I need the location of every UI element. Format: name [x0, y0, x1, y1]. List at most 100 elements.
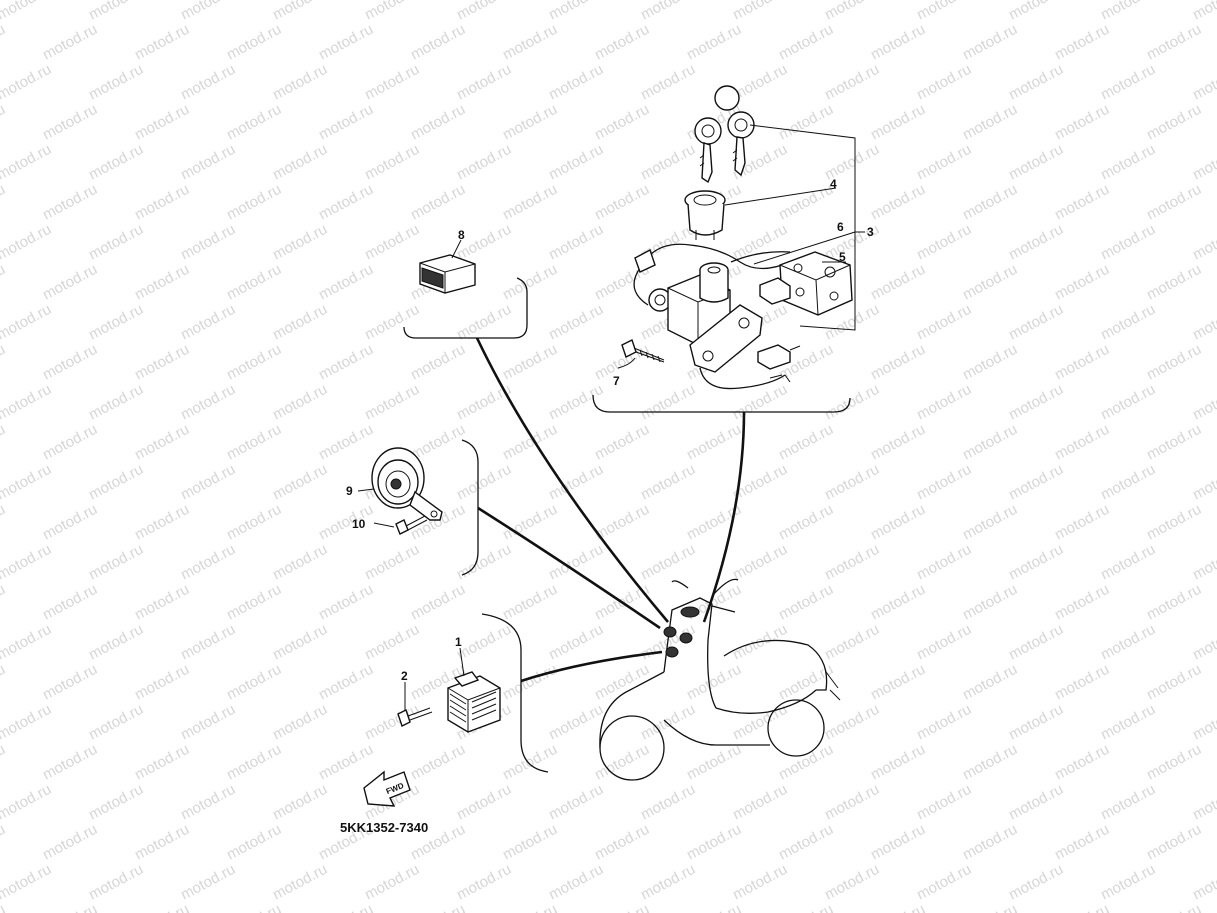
callout-3: 3 [867, 225, 874, 239]
watermark-text: motod.ru [224, 421, 284, 464]
watermark-text: motod.ru [316, 581, 376, 624]
part-10-bolt-drawing [373, 515, 428, 535]
watermark-text: motod.ru [362, 221, 422, 264]
watermark-text: motod.ru [914, 541, 974, 584]
watermark-text: motod.ru [730, 701, 790, 744]
watermark-text: motod.ru [1144, 821, 1204, 864]
watermark-text: motod.ru [500, 821, 560, 864]
watermark-text: motod.ru [868, 181, 928, 224]
watermark-text: motod.ru [960, 581, 1020, 624]
keys-drawing [694, 85, 755, 184]
watermark-text: motod.ru [730, 541, 790, 584]
watermark-text: motod.ru [638, 141, 698, 184]
watermark-text: motod.ru [40, 901, 100, 913]
watermark-text: motod.ru [86, 221, 146, 264]
watermark-text: motod.ru [1052, 181, 1112, 224]
watermark-text: motod.ru [40, 501, 100, 544]
watermark-text: motod.ru [546, 0, 606, 24]
watermark-text: motod.ru [868, 661, 928, 704]
watermark-text: motod.ru [0, 341, 8, 384]
watermark-text: motod.ru [86, 61, 146, 104]
watermark-text: motod.ru [1144, 581, 1204, 624]
watermark-text: motod.ru [408, 341, 468, 384]
part-9-horn-drawing [357, 447, 443, 521]
watermark-text: motod.ru [960, 421, 1020, 464]
watermark-text: motod.ru [132, 741, 192, 784]
watermark-text: motod.ru [868, 101, 928, 144]
watermark-text: motod.ru [868, 341, 928, 384]
watermark-text: motod.ru [1098, 701, 1158, 744]
watermark-text: motod.ru [408, 741, 468, 784]
watermark-text: motod.ru [500, 741, 560, 784]
watermark-text: motod.ru [178, 301, 238, 344]
watermark-text: motod.ru [224, 101, 284, 144]
watermark-text: motod.ru [868, 421, 928, 464]
watermark-text: motod.ru [40, 181, 100, 224]
watermark-text: motod.ru [362, 381, 422, 424]
watermark-text: motod.ru [960, 501, 1020, 544]
watermark-text: motod.ru [1144, 21, 1204, 64]
watermark-text: motod.ru [1098, 541, 1158, 584]
watermark-text: motod.ru [40, 741, 100, 784]
watermark-text: motod.ru [1006, 701, 1066, 744]
watermark-text: motod.ru [638, 861, 698, 904]
watermark-text: motod.ru [454, 381, 514, 424]
watermark-text: motod.ru [224, 501, 284, 544]
watermark-text: motod.ru [132, 581, 192, 624]
watermark-text: motod.ru [224, 901, 284, 913]
watermark-text: motod.ru [86, 461, 146, 504]
watermark-text: motod.ru [408, 181, 468, 224]
watermark-text: motod.ru [1052, 101, 1112, 144]
watermark-text: motod.ru [500, 181, 560, 224]
watermark-text: motod.ru [1098, 0, 1158, 24]
watermark-text: motod.ru [960, 821, 1020, 864]
watermark-text: motod.ru [776, 741, 836, 784]
watermark-text: motod.ru [1052, 501, 1112, 544]
watermark-text: motod.ru [0, 141, 54, 184]
watermark-text: motod.ru [822, 381, 882, 424]
watermark-text: motod.ru [132, 901, 192, 913]
watermark-text: motod.ru [868, 901, 928, 913]
watermark-text: motod.ru [592, 661, 652, 704]
watermark-text: motod.ru [0, 581, 8, 624]
watermark-text: motod.ru [454, 61, 514, 104]
leader-line-part-8 [475, 337, 669, 623]
watermark-text: motod.ru [0, 821, 8, 864]
watermark-text: motod.ru [132, 661, 192, 704]
watermark-text: motod.ru [86, 701, 146, 744]
watermark-text: motod.ru [1144, 101, 1204, 144]
watermark-text: motod.ru [776, 581, 836, 624]
watermark-text: motod.ru [546, 621, 606, 664]
watermark-text: motod.ru [638, 701, 698, 744]
watermark-text: motod.ru [546, 381, 606, 424]
watermark-text: motod.ru [40, 101, 100, 144]
watermark-text: motod.ru [86, 0, 146, 24]
watermark-text: motod.ru [40, 421, 100, 464]
watermark-text: motod.ru [270, 861, 330, 904]
watermark-text: motod.ru [914, 621, 974, 664]
watermark-text: motod.ru [0, 0, 54, 24]
watermark-text: motod.ru [224, 821, 284, 864]
watermark-text: motod.ru [132, 101, 192, 144]
watermark-text: motod.ru [178, 461, 238, 504]
watermark-text: motod.ru [684, 661, 744, 704]
watermark-text: motod.ru [132, 421, 192, 464]
watermark-text: motod.ru [0, 861, 54, 904]
bracket-relay [481, 613, 549, 773]
watermark-text: motod.ru [178, 701, 238, 744]
watermark-text: motod.ru [0, 181, 8, 224]
watermark-text: motod.ru [730, 221, 790, 264]
watermark-text: motod.ru [316, 101, 376, 144]
watermark-text: motod.ru [822, 61, 882, 104]
watermark-text: motod.ru [500, 21, 560, 64]
watermark-text: motod.ru [178, 221, 238, 264]
watermark-text: motod.ru [914, 221, 974, 264]
watermark-text: motod.ru [1098, 621, 1158, 664]
watermark-text: motod.ru [316, 901, 376, 913]
watermark-text: motod.ru [1052, 741, 1112, 784]
watermark-text: motod.ru [362, 861, 422, 904]
watermark-text: motod.ru [316, 501, 376, 544]
watermark-text: motod.ru [868, 501, 928, 544]
watermark-text: motod.ru [1144, 741, 1204, 784]
watermark-text: motod.ru [776, 501, 836, 544]
